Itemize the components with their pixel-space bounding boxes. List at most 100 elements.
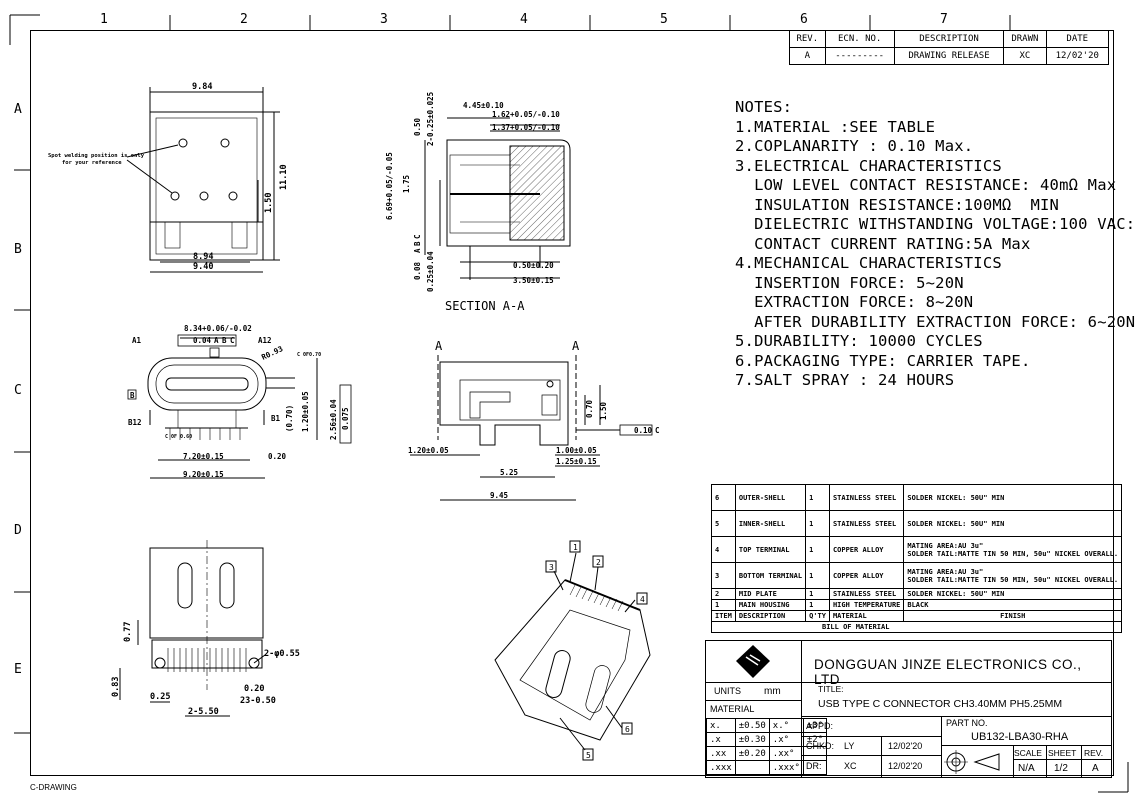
title-block: DONGGUAN JINZE ELECTRONICS CO., LTD UNIT… [705,640,1112,778]
dim-section: 1.75 [402,175,411,193]
dim-front: 0.20 [268,452,287,461]
bom-cell: COPPER ALLOY [828,536,905,563]
dr-value: XC [844,761,857,771]
dim-side: 0.70 [585,399,594,418]
note-line: AFTER DURABILITY EXTRACTION FORCE: 6~20N [735,312,1136,331]
logo-cell [706,641,802,683]
dim-bottom: 23-0.50 [240,696,276,706]
bom-cell: BOTTOM TERMINAL [734,562,807,589]
sheet-value: 1/2 [1054,763,1068,774]
callout: 5 [586,751,591,760]
dim-front: A12 [258,336,272,345]
drawing-frame [30,30,1114,776]
material-label: MATERIAL [710,704,755,714]
bom-table: 6 OUTER-SHELL 1 STAINLESS STEEL SOLDER N… [710,484,1123,633]
bom-header: ITEM [711,610,736,622]
dim-front: C 0F0.70 [297,352,321,358]
callout: 3 [549,563,554,572]
dim-section: A [413,248,422,253]
units-label: UNITS [714,686,741,696]
tol-cell: .xx [706,746,736,761]
top-note: Spot welding position is only [48,153,145,159]
dim-side: 0.10 [634,426,653,435]
bom-cell: COPPER ALLOY [828,562,905,589]
dim-bottom: 2-φ0.55 [264,649,300,659]
sheet-label: SHEET [1048,748,1077,758]
dim-front: B [222,336,227,345]
tol-cell: .x [706,732,736,747]
appd-label: APPD: [806,721,834,731]
dim-section: 2-0.25±0.025 [426,92,435,146]
bom-cell: 1 [805,562,830,589]
dim-bottom: 2-5.50 [188,707,219,717]
zone-col: 4 [520,12,528,27]
note-line: EXTRACTION FORCE: 8~20N [735,293,974,311]
dim-section: 0.50 [413,117,422,136]
dim-side: 1.25±0.15 [556,457,597,466]
dim-section: 1.62+0.05/-0.10 [492,110,560,119]
dr-label: DR: [806,761,822,771]
dim-side: 1.00±0.05 [556,446,597,455]
rev-cell: DRAWING RELEASE [893,47,1005,65]
zone-col: 7 [940,12,948,27]
tol-cell [734,760,770,775]
zone-col: 6 [800,12,808,27]
tol-cell: .xx° [768,746,804,761]
bom-cell: 1 [805,484,830,511]
dim-bottom: 0.77 [123,622,133,642]
tol-cell: x. [706,718,736,733]
dim-section: C [413,234,422,239]
bom-cell: MATING AREA:AU 3u"SOLDER TAIL:MATTE TIN … [903,536,1123,563]
bom-cell: INNER-SHELL [734,510,807,537]
top-view [126,87,280,273]
rev-value: A [1092,763,1099,774]
dim-front: A1 [132,336,142,345]
side-view [410,355,653,501]
tol-cell: .x° [768,732,804,747]
note-line: 1.MATERIAL :SEE TABLE [735,117,936,136]
bom-cell: SOLDER NICKEL: 50U" MIN [903,588,1123,600]
dim-front: B [130,391,135,400]
chkd-date: 12/02'20 [888,741,923,751]
bom-cell: 3 [711,562,736,589]
note-line: INSERTION FORCE: 5~20N [735,273,964,292]
dim-front: B12 [128,418,142,427]
bom-cell: OUTER-SHELL [734,484,807,511]
zone-row: A [14,102,22,117]
rev-cell: XC [1003,47,1047,65]
dim-section: 3.50±0.15 [513,276,554,285]
bom-cell: 1 [805,536,830,563]
zone-col: 5 [660,12,668,27]
note-line: DIELECTRIC WITHSTANDING VOLTAGE:100 VAC: [735,215,1136,233]
dim-section: 1.37+0.05/-0.10 [492,123,560,132]
company-logo-icon [736,645,770,678]
note-line: 2.COPLANARITY : 0.10 Max. [735,137,974,155]
bom-cell: 5 [711,510,736,537]
front-view [127,334,352,479]
zone-row: C [14,383,22,398]
callout: 1 [573,543,578,552]
tol-cell: ±0.30 [734,732,770,747]
dim-side: C [655,426,660,435]
dim-side: 1.50 [599,401,608,420]
dim-top: 9.40 [193,262,213,272]
tol-cell: .xxx° [768,760,804,775]
bom-cell: 1 [711,599,736,611]
note-line: 6.PACKAGING TYPE: CARRIER TAPE. [735,351,1031,370]
part-no-value: UB132-LBA30-RHA [971,731,1069,743]
rev-cell: A [789,47,826,65]
dim-top: 1.50 [264,193,274,213]
dim-side: 9.45 [490,491,508,500]
title-label: TITLE: [818,684,844,694]
top-note: for your reference [62,160,122,166]
dim-bottom: 0.25 [150,692,170,702]
tol-cell: ±0.50 [734,718,770,733]
notes-title: NOTES: [735,98,793,116]
dim-side: 1.20±0.05 [408,446,449,455]
bom-cell: SOLDER NICKEL: 50U" MIN [903,510,1123,537]
bom-cell: MID PLATE [734,588,807,600]
company-name: DONGGUAN JINZE ELECTRONICS CO., LTD [814,657,1082,687]
dim-front: 8.34+0.06/-0.02 [184,324,252,333]
